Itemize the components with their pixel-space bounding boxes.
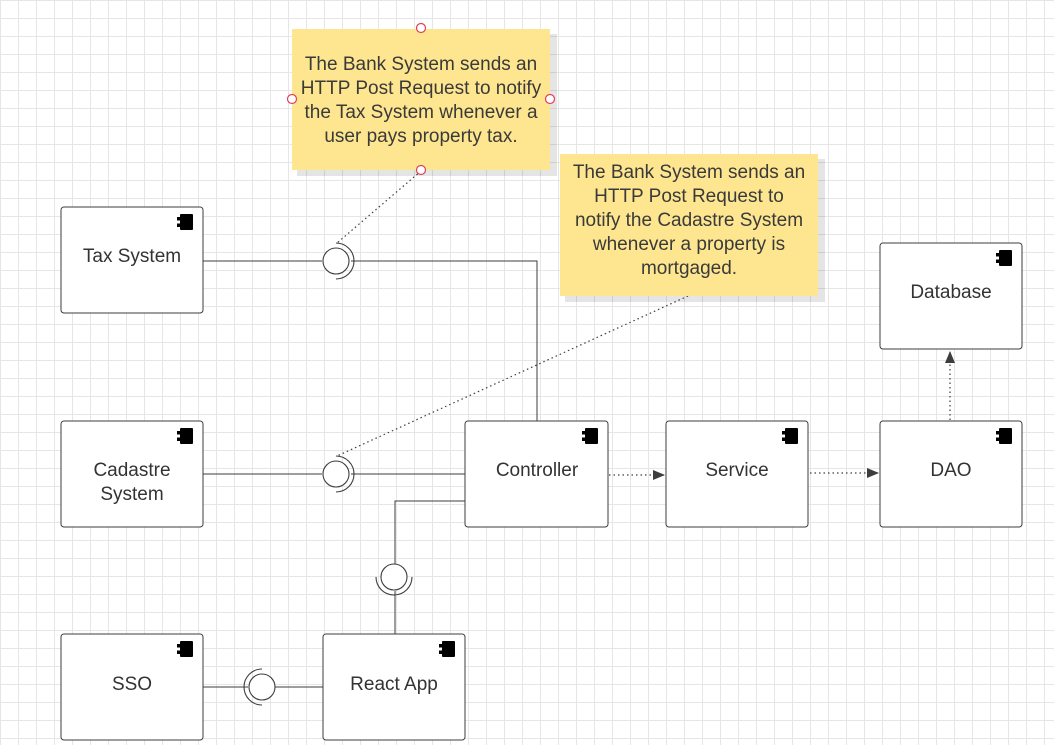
tax-note-anchor[interactable]	[336, 170, 422, 244]
resize-handle-top[interactable]	[415, 22, 427, 34]
dependencies	[336, 170, 955, 480]
component-dao[interactable]: DAO	[879, 420, 1023, 528]
component-tax-system[interactable]: Tax System	[60, 206, 204, 314]
note-line: HTTP Post Request to	[594, 186, 784, 207]
interface-ball-icon	[322, 460, 350, 488]
component-label-line2: System	[100, 484, 163, 505]
note-line: whenever a property is	[592, 234, 785, 255]
connectors	[203, 260, 538, 688]
interface-ball-icon	[322, 247, 350, 275]
note-line: The Bank System sends an	[573, 162, 805, 183]
component-label: Tax System	[83, 246, 181, 267]
component-label: Database	[910, 282, 991, 303]
component-label: SSO	[112, 674, 152, 695]
component-label: Controller	[496, 460, 579, 481]
component-controller[interactable]: Controller	[464, 420, 609, 528]
interface-ball-icon	[380, 563, 408, 591]
component-database[interactable]: Database	[879, 242, 1023, 350]
note-line: user pays property tax.	[324, 126, 517, 147]
component-react-app[interactable]: React App	[322, 633, 466, 741]
note-line: mortgaged.	[641, 258, 737, 279]
resize-handle-right[interactable]	[544, 93, 556, 105]
note-line: The Bank System sends an	[305, 54, 537, 75]
component-sso[interactable]: SSO	[60, 633, 204, 741]
note-line: HTTP Post Request to notify	[301, 78, 542, 99]
controller-react-connector[interactable]	[394, 500, 465, 564]
interface-socket-icon	[335, 455, 355, 493]
component-label: DAO	[930, 460, 971, 481]
resize-handle-bottom[interactable]	[415, 164, 427, 176]
component-cadastre-system[interactable]: Cadastre System	[60, 420, 204, 528]
note-line: notify the Cadastre System	[575, 210, 803, 231]
note-line: the Tax System whenever a	[304, 102, 537, 123]
resize-handle-left[interactable]	[286, 93, 298, 105]
interface-tax[interactable]	[322, 242, 355, 280]
interface-socket-icon	[243, 668, 263, 706]
component-service[interactable]: Service	[665, 420, 809, 528]
interface-ball-icon	[248, 673, 276, 701]
note-tax-system[interactable]: The Bank System sends an HTTP Post Reque…	[286, 22, 558, 177]
interface-socket-icon	[335, 242, 355, 280]
interface-react[interactable]	[375, 563, 413, 596]
interface-sso[interactable]	[243, 668, 276, 706]
interface-cadastre[interactable]	[322, 455, 355, 493]
component-label: Service	[705, 460, 768, 481]
interface-socket-icon	[375, 576, 413, 596]
component-label: React App	[350, 674, 438, 695]
cadastre-note-anchor[interactable]	[336, 295, 689, 457]
note-cadastre-system[interactable]: The Bank System sends an HTTP Post Reque…	[560, 154, 825, 302]
component-label-line1: Cadastre	[93, 460, 170, 481]
controller-tax-connector[interactable]	[351, 260, 538, 421]
